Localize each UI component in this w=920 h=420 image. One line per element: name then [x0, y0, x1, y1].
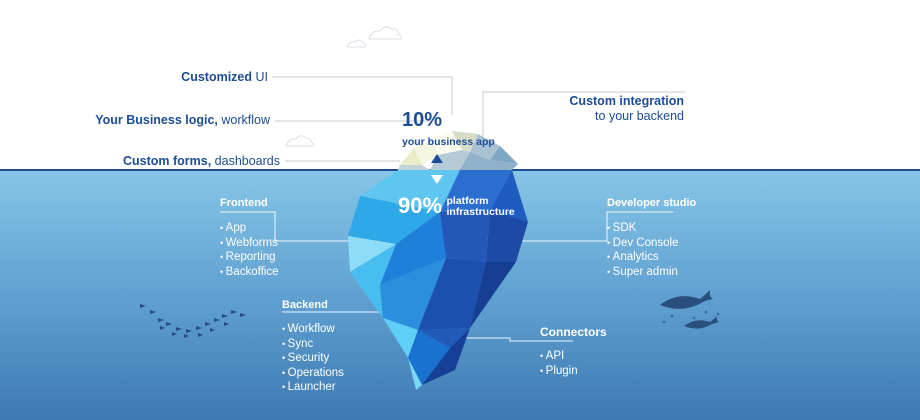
iceberg-body	[348, 170, 528, 390]
leader-lines	[272, 76, 686, 162]
label-custom-forms: Custom forms, dashboards	[122, 154, 280, 168]
list-item: Sync	[282, 337, 344, 352]
list-item: Dev Console	[607, 236, 679, 251]
connectors-title: Connectors	[540, 325, 607, 339]
list-item: Operations	[282, 366, 344, 381]
list-item: Webforms	[220, 236, 279, 251]
list-item: API	[540, 349, 578, 364]
up-arrow-icon	[431, 154, 443, 163]
list-item: Backoffice	[220, 265, 279, 280]
list-item: Reporting	[220, 250, 279, 265]
fish-school-icon	[140, 304, 246, 338]
developer-studio-title: Developer studio	[607, 197, 697, 209]
backend-list: Workflow Sync Security Operations Launch…	[282, 322, 344, 395]
down-arrow-icon	[431, 175, 443, 184]
list-item: Security	[282, 351, 344, 366]
list-item: Plugin	[540, 364, 578, 379]
list-item: App	[220, 221, 279, 236]
list-item: Super admin	[607, 265, 679, 280]
connectors-list: API Plugin	[540, 349, 578, 378]
list-item: Launcher	[282, 380, 344, 395]
whale-icon	[660, 290, 719, 329]
list-item: Analytics	[607, 250, 679, 265]
frontend-list: App Webforms Reporting Backoffice	[220, 221, 279, 279]
developer-studio-list: SDK Dev Console Analytics Super admin	[607, 221, 679, 279]
frontend-title: Frontend	[220, 197, 268, 209]
iceberg-tip	[398, 131, 518, 170]
cloud-icon	[285, 26, 402, 147]
list-item: Workflow	[282, 322, 344, 337]
label-business-logic: Your Business logic, workflow	[95, 113, 270, 127]
list-item: SDK	[607, 221, 679, 236]
backend-title: Backend	[282, 299, 328, 311]
label-customized-ui: Customized UI	[181, 70, 268, 84]
tip-percentage: 10% your business app	[402, 109, 495, 148]
